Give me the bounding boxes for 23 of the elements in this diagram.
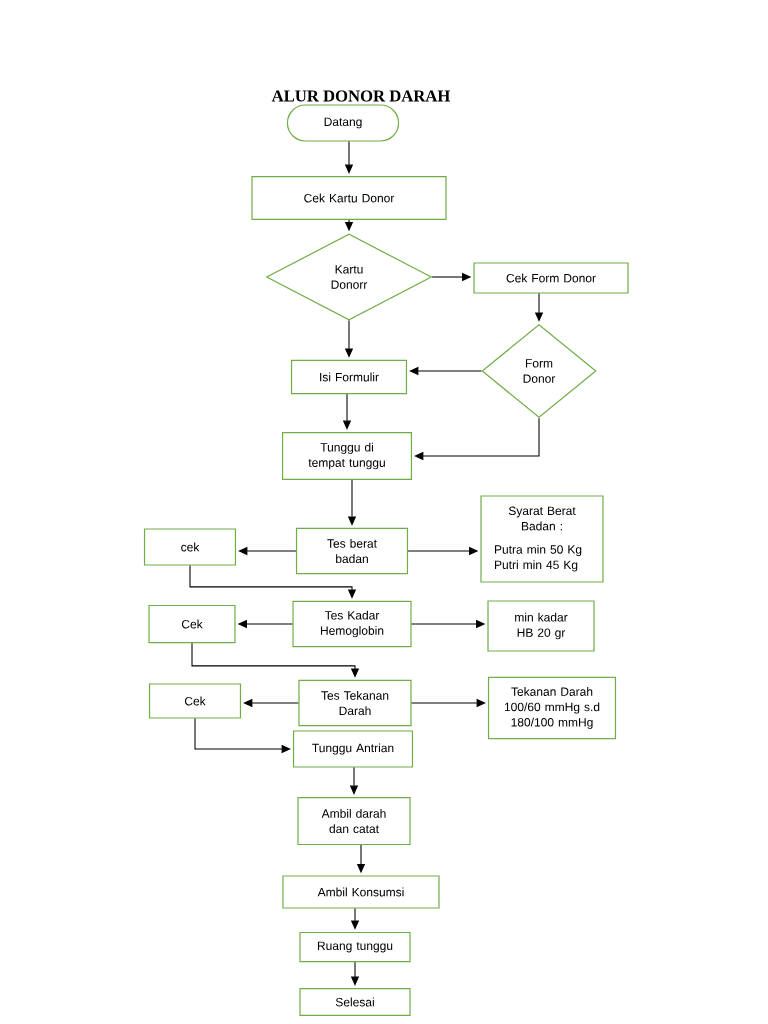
- process-box: Tes berat badan: [295, 527, 409, 575]
- process-box: Tes Tekanan Darah: [298, 679, 412, 727]
- process-box: Cek: [148, 604, 236, 644]
- process-box: Ambil Konsumsi: [282, 875, 440, 909]
- process-box: Cek Form Donor: [473, 262, 629, 294]
- process-box: Tunggu di tempat tunggu: [281, 431, 413, 481]
- process-box: Ambil darah dan catat: [297, 796, 411, 846]
- process-box: Ruang tunggu: [299, 931, 411, 963]
- process-box: min kadar HB 20 gr: [487, 600, 595, 652]
- arrow: [189, 565, 357, 599]
- process-box: Isi Formulir: [290, 359, 408, 395]
- start-terminal: Datang: [286, 104, 400, 142]
- process-box: Selesai: [299, 987, 411, 1017]
- arrow: [414, 417, 540, 461]
- process-box: Tunggu Antrian: [292, 730, 414, 768]
- process-box: Tekanan Darah 100/60 mmHg s.d 180/100 mmHg: [487, 676, 617, 740]
- process-box: Syarat Berat Badan : Putra min 50 Kg Putri min 45 Kg: [480, 495, 604, 583]
- title: ALUR DONOR DARAH: [271, 90, 451, 102]
- process-box: Tes Kadar Hemoglobin: [292, 600, 412, 648]
- process-box: Cek Kartu Donor: [251, 175, 447, 221]
- process-box: cek: [143, 528, 237, 566]
- arrow: [191, 642, 360, 678]
- process-box: Cek: [148, 683, 242, 719]
